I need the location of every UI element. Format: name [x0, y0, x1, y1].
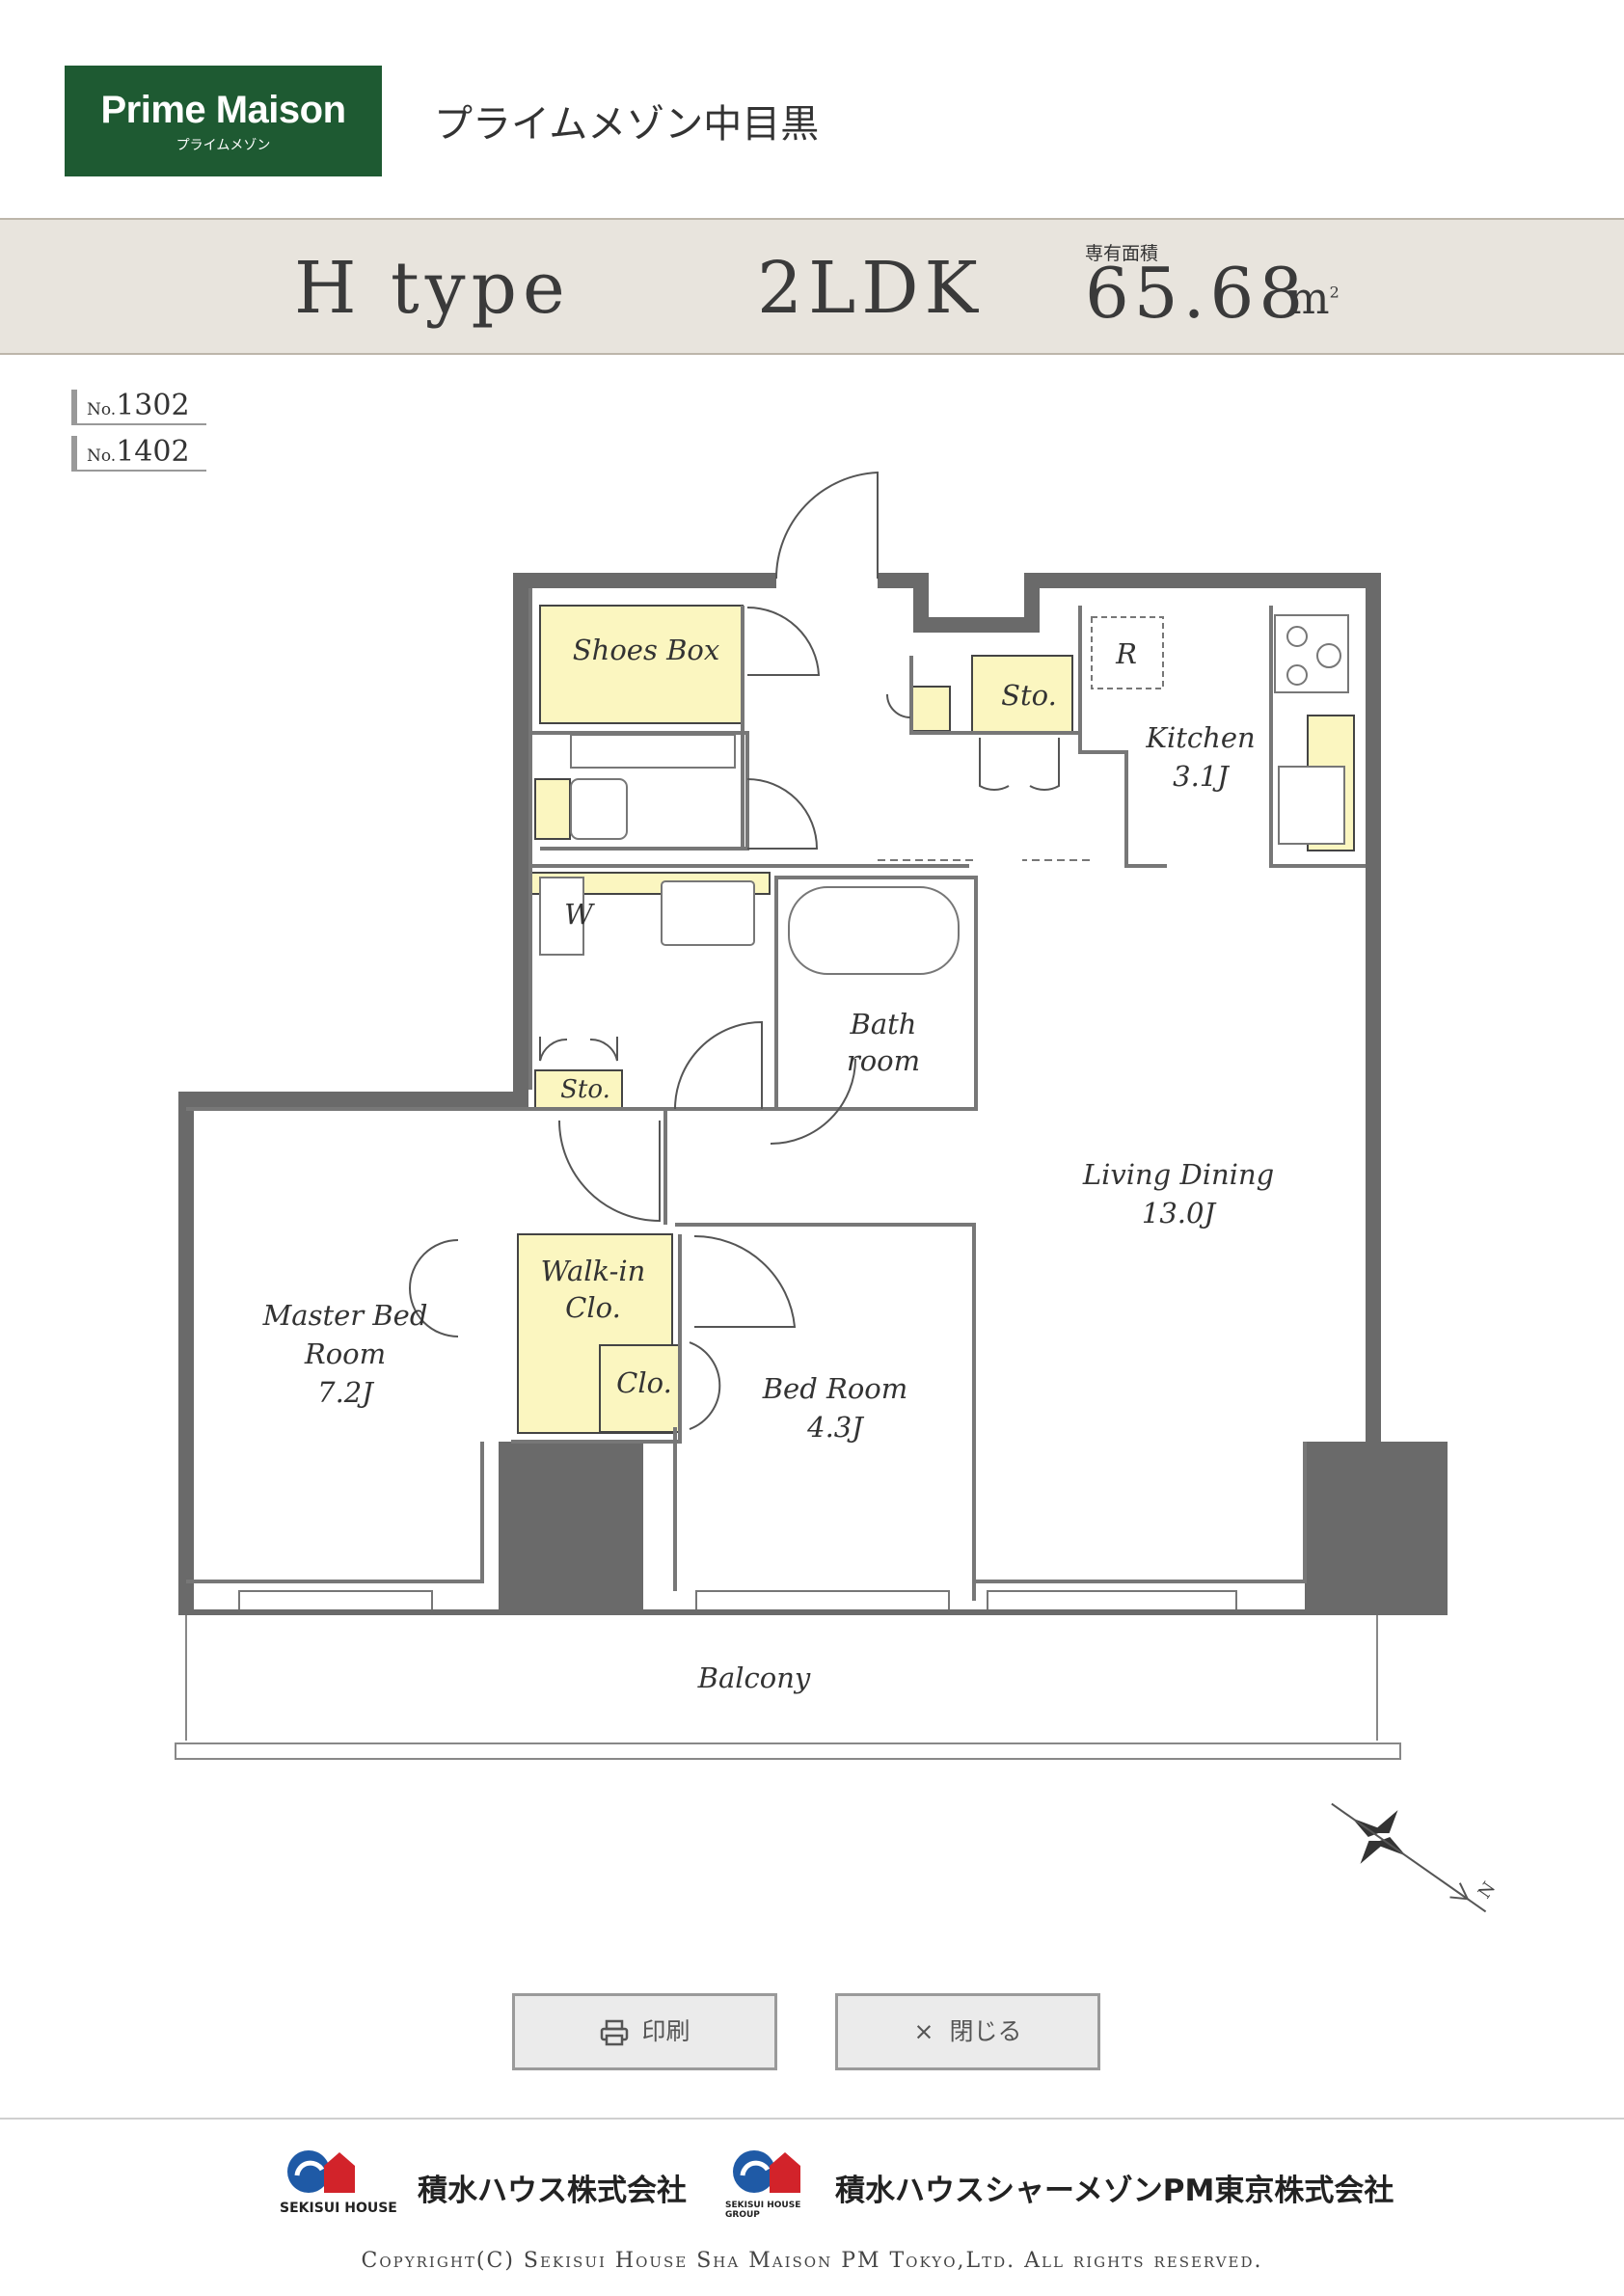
label-kitchen: Kitchen: [1145, 721, 1255, 754]
toilet-tank-icon: [570, 734, 736, 769]
toilet-shelf-area: [534, 778, 571, 840]
copyright: Copyright(C) Sekisui House Sha Maison PM…: [361, 2249, 1263, 2273]
sekisui-house-logo: SEKISUI HOUSE: [280, 2143, 397, 2216]
label-washer: W: [564, 898, 595, 931]
sekisui-house-group-logo: SEKISUI HOUSE GROUP: [725, 2143, 812, 2220]
label-walkin-2: Clo.: [565, 1291, 621, 1324]
sto-small-area: [910, 686, 951, 732]
logo-name: Prime Maison: [100, 89, 346, 131]
refrigerator-icon: [1091, 616, 1164, 689]
company-name-1: 積水ハウス株式会社: [418, 2174, 687, 2208]
sekisui-house-group-mark-icon: [733, 2150, 800, 2193]
unit-number-1302: No.1302: [71, 390, 206, 425]
label-balcony: Balcony: [697, 1661, 811, 1694]
label-living-dining: Living Dining: [1082, 1158, 1274, 1191]
printer-icon: [601, 2019, 629, 2046]
unit-number-prefix: No.: [87, 400, 117, 419]
label-bed-room: Bed Room: [762, 1372, 908, 1405]
label-living-size: 13.0J: [1142, 1197, 1217, 1229]
compass-north-label: N: [1475, 1878, 1500, 1903]
close-button[interactable]: × 閉じる: [835, 1993, 1100, 2070]
label-sto-top: Sto.: [1001, 679, 1057, 712]
label-bed-size: 4.3J: [806, 1411, 864, 1444]
label-bath-2: room: [847, 1044, 920, 1077]
sekisui-house-group-mark-label: SEKISUI HOUSE GROUP: [725, 2201, 801, 2220]
print-button-label: 印刷: [641, 2017, 690, 2045]
unit-number-prefix: No.: [87, 446, 117, 466]
unit-layout: 2LDK: [757, 247, 984, 330]
sink-icon: [661, 880, 755, 946]
area-value: 65.68: [1085, 253, 1309, 334]
sekisui-house-mark-icon: [287, 2150, 355, 2193]
label-walkin-1: Walk-in: [541, 1255, 646, 1287]
stove-burners: [1286, 626, 1341, 686]
area-unit: m2: [1287, 272, 1340, 324]
kitchen-sink-icon: [1278, 766, 1345, 845]
close-button-label: 閉じる: [949, 2017, 1022, 2045]
shoes-box-area: [539, 605, 744, 724]
storage-areas: [514, 605, 1355, 1434]
washer-icon: [539, 877, 584, 956]
label-sto-wash: Sto.: [560, 1075, 610, 1104]
unit-number-1402: No.1402: [71, 436, 206, 472]
door-swings: [409, 471, 1060, 1430]
compass-icon: N: [1331, 1802, 1500, 1913]
building-name: プライムメゾン中目黒: [434, 102, 820, 147]
label-bath-1: Bath: [850, 1008, 917, 1040]
area-unit-m: m: [1287, 272, 1330, 324]
interior-walls: [186, 588, 1366, 1601]
footer-divider: [0, 2118, 1624, 2120]
type-band: [0, 218, 1624, 355]
fixtures: [539, 614, 1349, 975]
label-shoes-box: Shoes Box: [573, 634, 719, 666]
area-unit-sup: 2: [1329, 283, 1340, 302]
label-master-1: Master Bed: [262, 1299, 428, 1332]
sto-top-area: [971, 655, 1073, 734]
windows: [238, 1590, 1237, 1613]
unit-number-value: 1402: [116, 435, 190, 469]
pillars: [178, 1442, 1448, 1614]
outer-walls: [178, 573, 1381, 1610]
prime-maison-logo: Prime Maison プライムメゾン: [65, 66, 382, 176]
toilet-icon: [570, 778, 628, 840]
balcony: [175, 1615, 1401, 1760]
stove-icon: [1274, 614, 1349, 693]
label-clo: Clo.: [616, 1366, 672, 1399]
sekisui-house-mark-label: SEKISUI HOUSE: [280, 2201, 397, 2216]
unit-type: H type: [294, 247, 571, 330]
area-label: 専有面積: [1085, 243, 1159, 264]
clo-area: [599, 1344, 682, 1433]
room-labels: Shoes Box Sto. R Kitchen 3.1J W Bath roo…: [262, 634, 1275, 1694]
logo-kana: プライムメゾン: [176, 138, 271, 153]
label-kitchen-size: 3.1J: [1173, 760, 1230, 793]
label-master-size: 7.2J: [317, 1376, 374, 1409]
print-button[interactable]: 印刷: [512, 1993, 777, 2070]
unit-number-value: 1302: [116, 389, 190, 422]
close-icon: ×: [913, 2017, 934, 2045]
bathtub-icon: [788, 886, 960, 975]
company-name-2: 積水ハウスシャーメゾンPM東京株式会社: [835, 2174, 1394, 2208]
label-refrigerator: R: [1115, 637, 1137, 670]
label-master-2: Room: [304, 1337, 386, 1370]
